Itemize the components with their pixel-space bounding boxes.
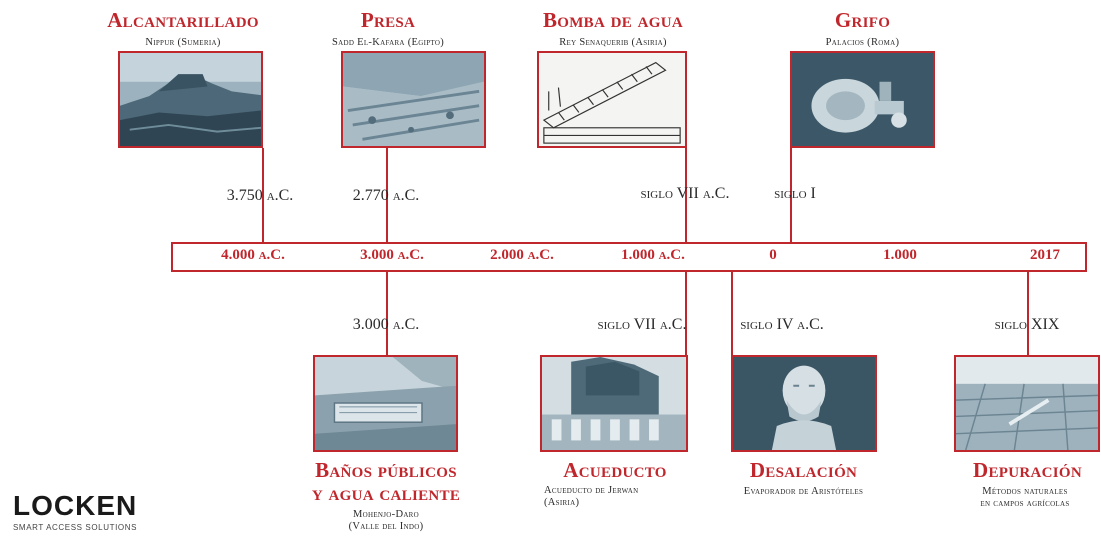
locken-logo: LOCKEN <box>13 490 138 521</box>
event-place-metodos-naturales: Métodos naturales <box>982 486 1068 497</box>
event-place-palacios-roma: Palacios (Roma) <box>825 37 900 48</box>
event-title-depuracion: Depuración <box>972 458 1082 482</box>
event-place-valle-del-indo: (Valle del Indo) <box>348 521 424 532</box>
photo-treatment-fields <box>954 355 1100 452</box>
photo-stone-dam <box>341 51 486 148</box>
event-place-mohenjo-daro: Mohenjo-Daro <box>352 509 419 520</box>
axis-tick: 2.000 a.C. <box>490 247 554 263</box>
event-date: 2.770 a.C. <box>352 187 420 204</box>
event-date: 3.750 a.C. <box>226 187 294 204</box>
event-title-agua-caliente: y agua caliente <box>311 481 461 505</box>
connector-line <box>685 271 687 355</box>
event-date: siglo XIX <box>994 316 1060 333</box>
axis-tick: 2017 <box>1030 247 1060 263</box>
timeline-bar <box>171 242 1087 272</box>
connector-line <box>1027 271 1029 355</box>
event-date: siglo VII a.C. <box>640 185 730 202</box>
photo-aristotle-bust <box>731 355 877 452</box>
axis-tick: 4.000 a.C. <box>221 247 285 263</box>
connector-line <box>685 148 687 244</box>
event-date: siglo IV a.C. <box>740 316 824 333</box>
photo-ancient-baths <box>313 355 458 452</box>
event-title-desalacion: Desalación <box>749 458 858 482</box>
event-title-alcantarillado: Alcantarillado <box>107 8 259 32</box>
photo-hanging-gardens <box>540 355 688 452</box>
event-title-grifo: Grifo <box>834 8 891 32</box>
connector-line <box>790 148 792 244</box>
event-place-rey-senaquerib: Rey Senaquerib (Asiria) <box>559 37 667 48</box>
event-place-asiria: (Asiria) <box>544 497 580 508</box>
event-title-presa: Presa <box>360 8 416 32</box>
event-title-acueducto: Acueducto <box>563 458 667 482</box>
event-title-bomba-de-agua: Bomba de agua <box>542 8 684 32</box>
connector-line <box>262 148 264 244</box>
event-place-sadd-el-kafara: Sadd El-Kafara (Egipto) <box>331 37 445 48</box>
event-date: siglo VII a.C. <box>597 316 687 333</box>
connector-line <box>731 271 733 355</box>
event-place-evaporador-de-aristoteles: Evaporador de Aristóteles <box>743 486 864 497</box>
axis-tick: 3.000 a.C. <box>360 247 424 263</box>
photo-mesopotamian-ruins <box>118 51 263 148</box>
event-place-acueducto-de-jerwan: Acueducto de Jerwan <box>544 485 639 496</box>
connector-line <box>386 271 388 355</box>
event-date: siglo I <box>774 185 816 202</box>
event-title-banos-publicos: Baños públicos <box>315 458 457 482</box>
event-date: 3.000 a.C. <box>352 316 420 333</box>
photo-screw-pump-drawing <box>537 51 687 148</box>
axis-tick: 1.000 a.C. <box>621 247 685 263</box>
locken-tagline: SMART ACCESS SOLUTIONS <box>13 523 138 532</box>
axis-tick: 0 <box>769 247 777 263</box>
event-place-nippur: Nippur (Sumeria) <box>145 37 221 48</box>
axis-tick: 1.000 <box>883 247 917 263</box>
event-place-campos-agricolas: en campos agrícolas <box>980 498 1070 509</box>
connector-line <box>386 148 388 244</box>
photo-roman-faucet <box>790 51 935 148</box>
